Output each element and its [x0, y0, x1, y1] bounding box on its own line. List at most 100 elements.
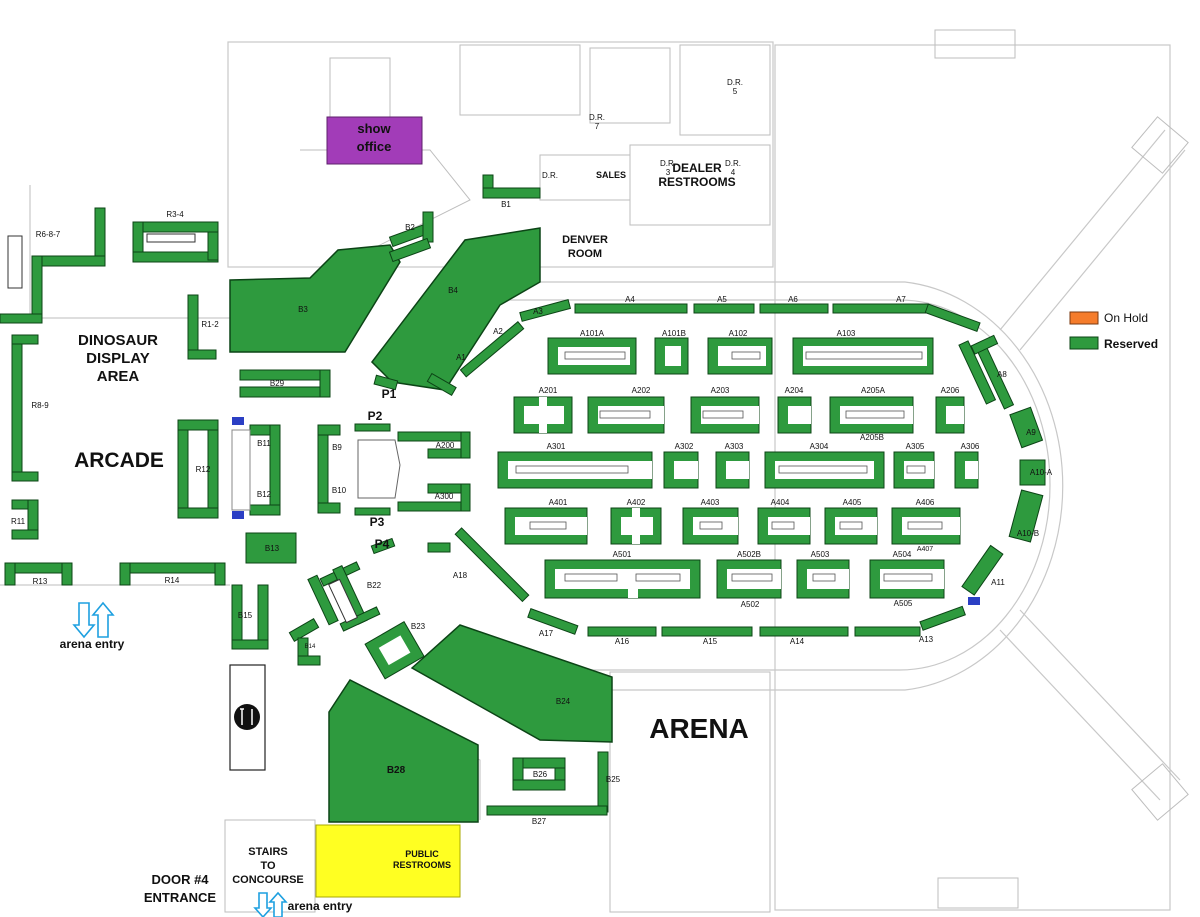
booth-label: A16 [615, 637, 630, 646]
booth-label: A13 [919, 635, 934, 644]
blue-marker [232, 511, 244, 519]
booth-label: A404 [771, 498, 790, 507]
booth-label: A406 [916, 498, 935, 507]
arrow-up-icon [268, 891, 288, 917]
large-booths [229, 227, 613, 823]
booth-label: B3 [298, 305, 308, 314]
arena-entry-label: arena entry [288, 899, 353, 913]
public-restrooms-area [315, 824, 461, 898]
booth-B24 [410, 624, 613, 743]
dr7-label: D.R.7 [589, 113, 605, 131]
dr3-label: D.R.3 [660, 159, 676, 177]
booth-label: A6 [788, 295, 798, 304]
booth-label: A10-B [1017, 529, 1039, 538]
booth-label: A3 [533, 307, 543, 316]
booth-label: A11 [991, 578, 1005, 587]
booth-label: A17 [539, 629, 554, 638]
booth-label: P3 [370, 515, 385, 529]
booth-label: R11 [11, 517, 26, 526]
booth-label: A204 [785, 386, 804, 395]
booth-label: B1 [501, 200, 511, 209]
arrow-down-icon [72, 602, 96, 639]
booth-label: A502B [737, 550, 761, 559]
booth-label: R1-2 [201, 320, 219, 329]
booth-label: R14 [165, 576, 180, 585]
booth-label: A103 [837, 329, 856, 338]
booth-label: A5 [717, 295, 727, 304]
booth-label: A18 [453, 571, 468, 580]
booth-label: A206 [941, 386, 960, 395]
booth-label: A203 [711, 386, 730, 395]
booth-label: A200 [436, 441, 455, 450]
inner-booths [497, 337, 979, 599]
booth-label: B27 [532, 817, 547, 826]
booth-label: A401 [549, 498, 568, 507]
booth-label: R12 [196, 465, 211, 474]
dr5-label: D.R.5 [727, 78, 743, 96]
booth-label: B2 [405, 223, 415, 232]
booth-label: B24 [556, 697, 571, 706]
legend-reserved-label: Reserved [1104, 337, 1158, 351]
booth-label: B25 [606, 775, 621, 784]
booth-label: B26 [533, 770, 548, 779]
booth-label: B11 [257, 439, 271, 448]
booth-label: B15 [238, 611, 253, 620]
booth-label: A504 [893, 550, 912, 559]
booth-label: A8 [997, 370, 1007, 379]
booth-label: B12 [257, 490, 272, 499]
booth-B4 [371, 227, 541, 391]
building-outline [0, 29, 1189, 913]
legend-on-hold-swatch [1069, 311, 1099, 325]
booth-label: A501 [613, 550, 632, 559]
booth-label: A503 [811, 550, 830, 559]
booth-strips [0, 174, 1046, 816]
booth-label: R6-8-7 [36, 230, 61, 239]
booth-label: A101A [580, 329, 605, 338]
arrow-up-icon [91, 601, 115, 638]
booth-label: B14 [305, 644, 316, 650]
booth-label: A502 [741, 600, 760, 609]
booth-label: B10 [332, 486, 347, 495]
booth-label: A9 [1026, 428, 1036, 437]
booth-label: A301 [547, 442, 566, 451]
booth-label: R8-9 [31, 401, 49, 410]
booth-label: A1 [456, 353, 466, 362]
legend-reserved-swatch [1069, 336, 1099, 350]
booth-label: A300 [435, 492, 454, 501]
booth-label: B22 [367, 581, 382, 590]
arena-entry-label: arena entry [60, 637, 125, 651]
booth-label: B28 [387, 765, 406, 776]
arcade-label: ARCADE [74, 449, 164, 472]
booth-label: A4 [625, 295, 635, 304]
booth-label: A403 [701, 498, 720, 507]
booth-B28 [328, 679, 479, 823]
booth-label: A15 [703, 637, 718, 646]
booth-label: A407 [917, 546, 933, 553]
booth-label: A202 [632, 386, 651, 395]
booth-label: B13 [265, 544, 280, 553]
booth-label: A205A [861, 386, 886, 395]
booth-label: R3-4 [166, 210, 184, 219]
dr4-label: D.R.4 [725, 159, 741, 177]
booth-label: A102 [729, 329, 748, 338]
booth-label: A405 [843, 498, 862, 507]
booth-label: A306 [961, 442, 980, 451]
booth-label: B29 [270, 379, 285, 388]
dr2-label: D.R. [542, 171, 558, 180]
booth-label: P1 [382, 387, 397, 401]
booth-label: A14 [790, 637, 805, 646]
booth-label: A10-A [1030, 468, 1053, 477]
restaurant-icon [234, 704, 260, 730]
booth-label: A101B [662, 329, 686, 338]
blue-marker [968, 597, 980, 605]
blue-marker [232, 417, 244, 425]
